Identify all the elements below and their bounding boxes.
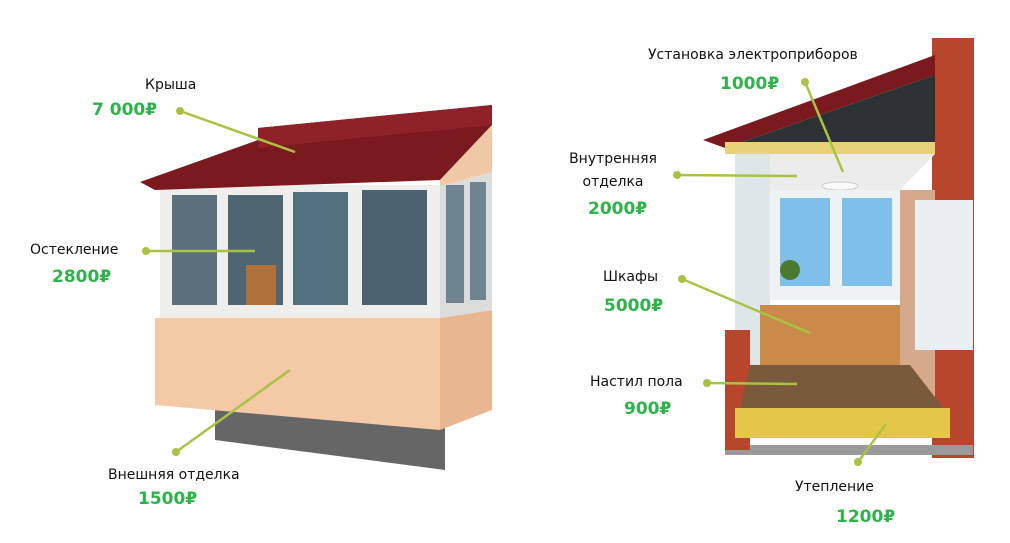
floor [740, 365, 945, 410]
insulation-label: Утепление [795, 479, 874, 495]
insulation-price: 1200₽ [836, 507, 896, 527]
interior-finish-label-line2: отделка [582, 174, 644, 190]
insulation [735, 408, 950, 438]
interior-roof [703, 55, 935, 148]
electrical-label: Установка электроприборов [648, 47, 858, 63]
roof-label: Крыша [145, 77, 197, 93]
cabinets-label: Шкафы [603, 269, 659, 285]
interior-finish-label-line1: Внутренняя [569, 151, 657, 167]
exterior-finish-label: Внешняя отделка [108, 467, 240, 483]
electrical-price: 1000₽ [720, 74, 780, 94]
cabinets-price: 5000₽ [604, 296, 664, 316]
interior-balcony-illustration [703, 38, 974, 458]
exterior-siding [155, 318, 440, 430]
interior-finish-label: Внутренняя отделка [563, 148, 663, 194]
flooring-label: Настил пола [590, 374, 683, 390]
exterior-siding-side [440, 310, 492, 430]
flooring-price: 900₽ [624, 399, 672, 419]
exterior-balcony-illustration [140, 105, 492, 470]
leader-lines [142, 78, 888, 466]
exterior-finish-price: 1500₽ [138, 489, 198, 509]
cabinets [760, 305, 900, 365]
roof-price: 7 000₽ [92, 100, 158, 120]
glazing-price: 2800₽ [52, 267, 112, 287]
glazing-label: Остекление [30, 242, 119, 258]
interior-finish-price: 2000₽ [588, 199, 648, 219]
